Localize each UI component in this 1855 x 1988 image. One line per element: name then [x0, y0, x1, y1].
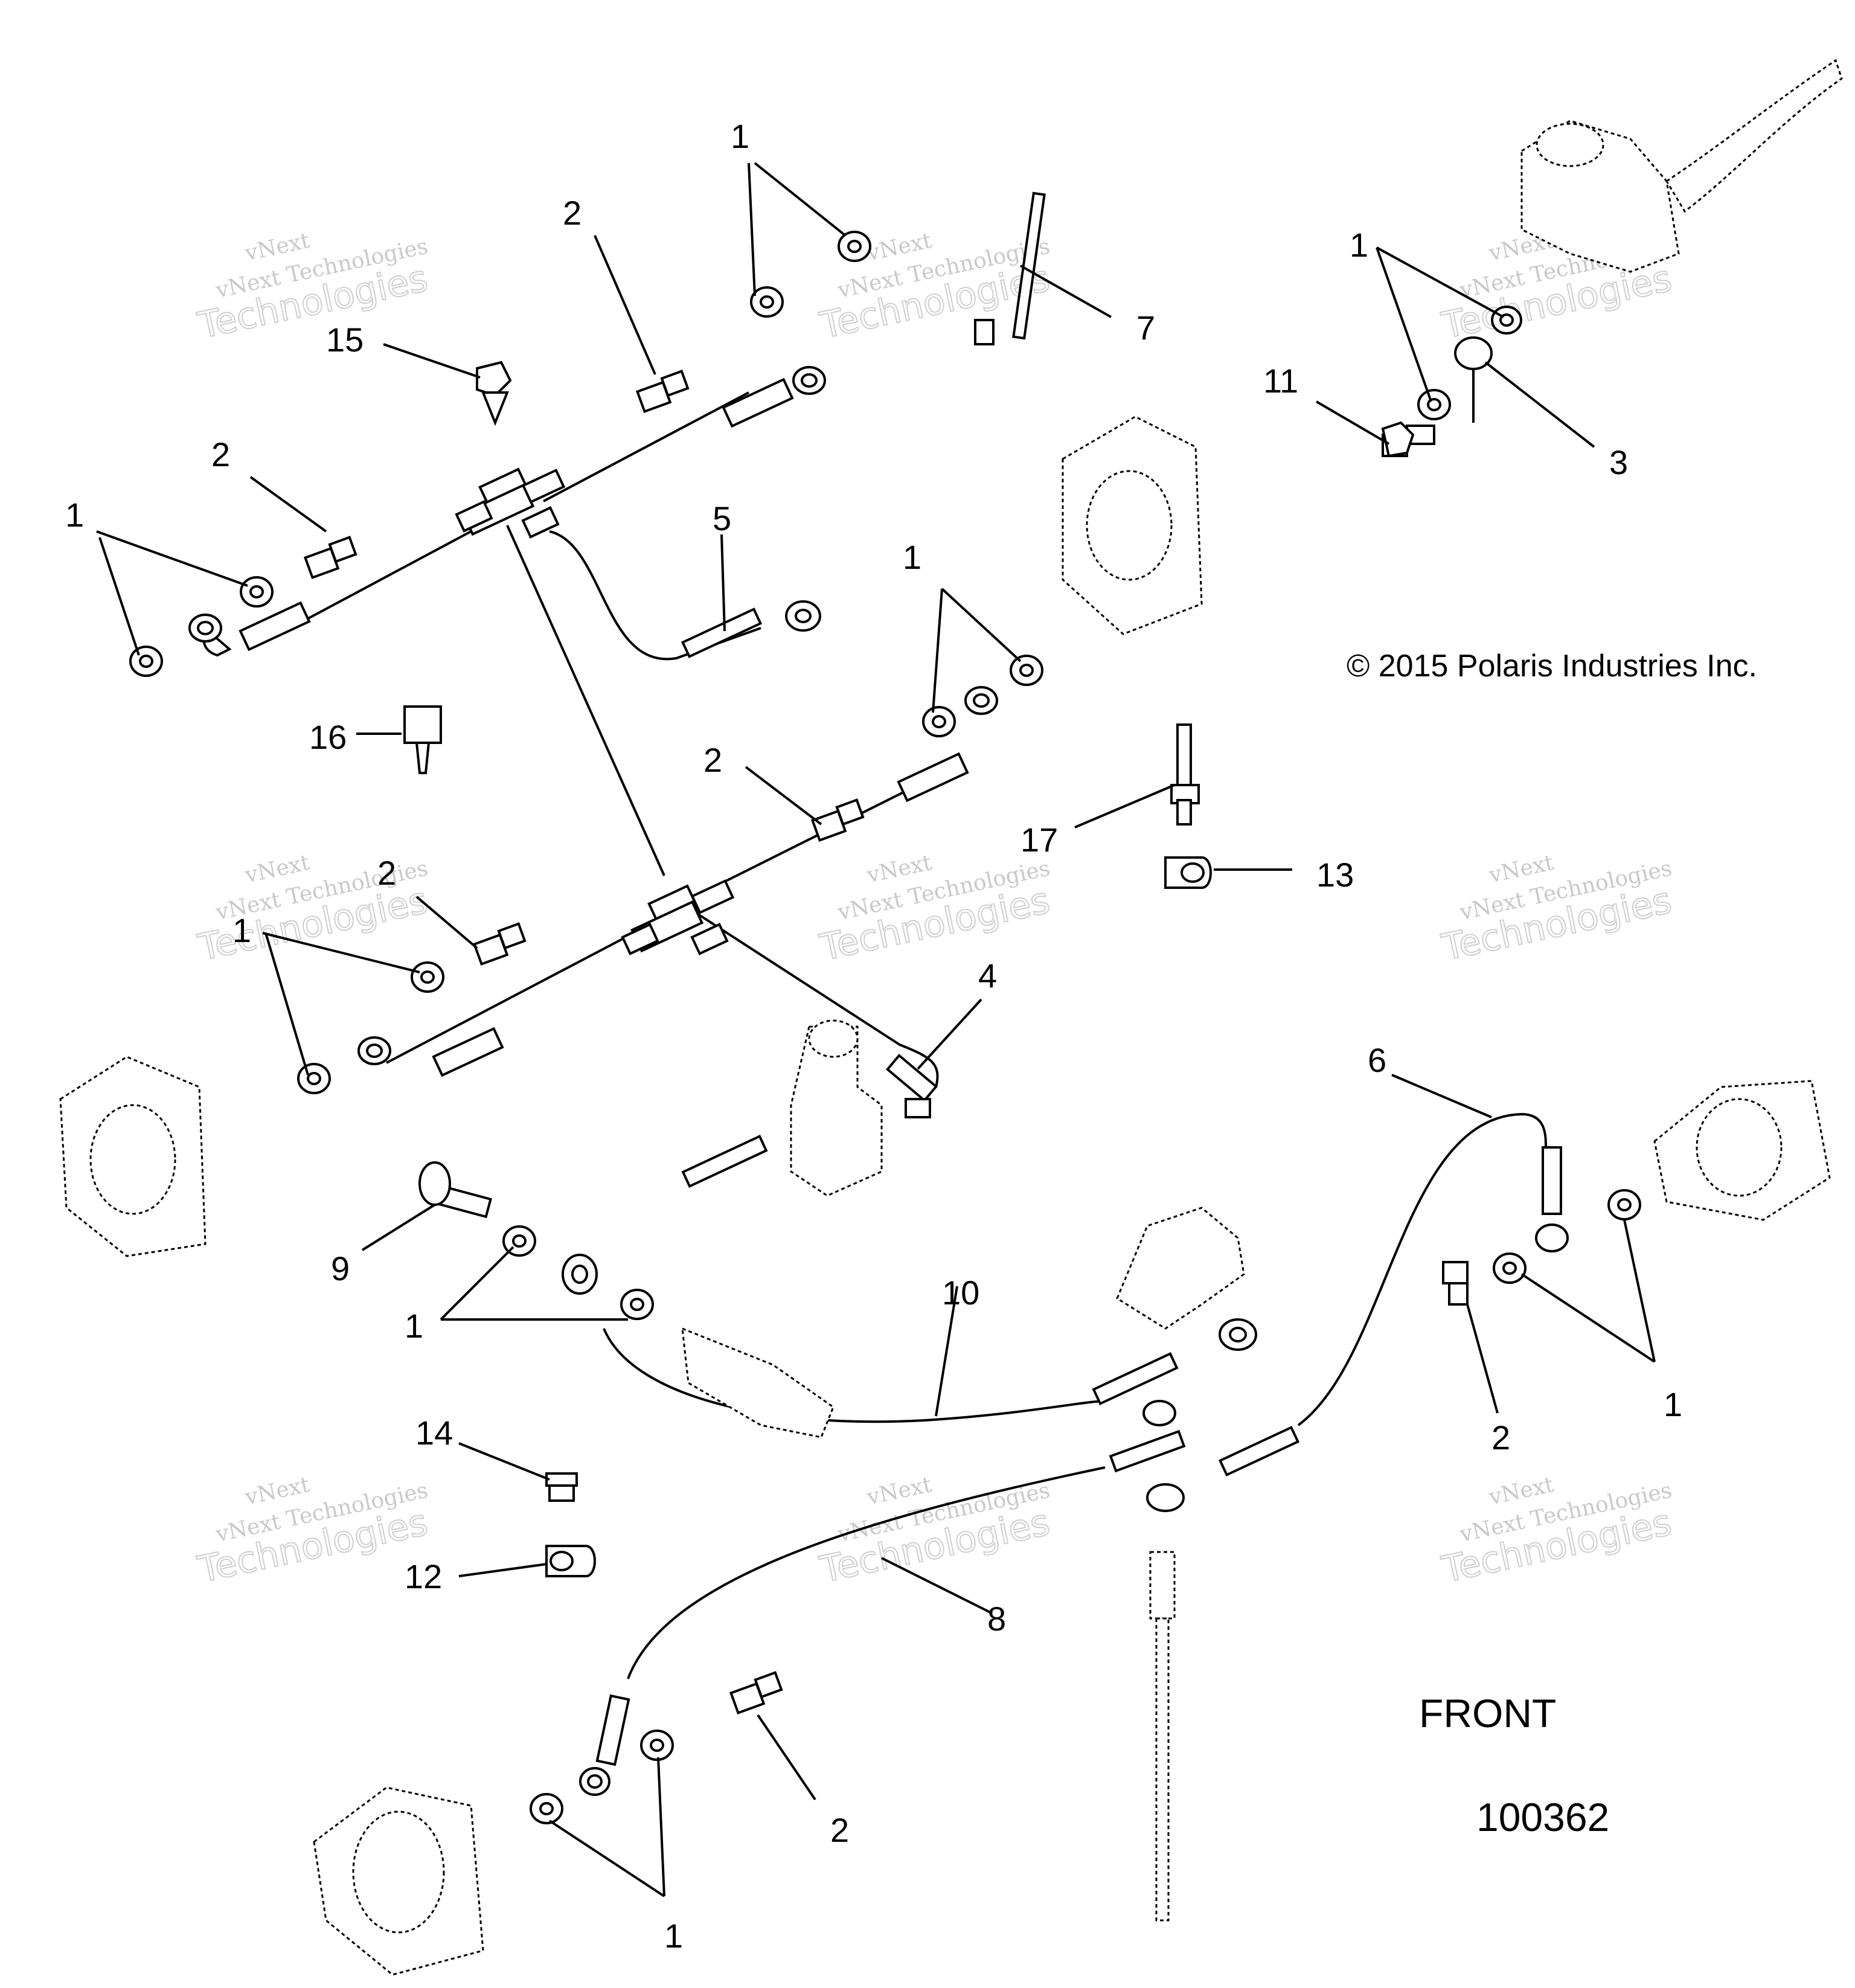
washer: [838, 231, 871, 262]
tee-fitting-lower: [621, 879, 735, 955]
brake-line-8: [627, 1466, 1106, 1679]
washer: [620, 1289, 654, 1320]
callout-11: 11: [1263, 362, 1298, 400]
tee-fitting-upper: [455, 467, 566, 539]
banjo-bolts: [303, 370, 1469, 1715]
rivet-17: [1170, 723, 1200, 826]
washer: [1010, 655, 1043, 686]
brake-line-5: [549, 530, 761, 661]
bolt-15: [476, 361, 512, 426]
clamp-13: [1164, 856, 1212, 889]
brake-line-upper-right: [543, 391, 749, 502]
brake-lines: [295, 391, 1547, 1679]
callout-2: 2: [377, 854, 396, 892]
callout-3: 3: [1609, 443, 1628, 481]
callout-2: 2: [830, 1811, 849, 1849]
master-cylinder-rear: [681, 1207, 1245, 1438]
callouts: 1 2 7 15 2 1 5 1 16 2 17 13 2 1 4 6 9 10…: [65, 117, 1682, 1955]
callout-1: 1: [903, 538, 921, 576]
brake-line-10: [603, 1328, 1106, 1423]
figure-number: 100362: [1476, 1795, 1609, 1839]
callout-16: 16: [309, 718, 347, 756]
leaders: [96, 162, 1656, 1897]
callout-7: 7: [1136, 309, 1155, 347]
callout-1: 1: [664, 1917, 683, 1955]
callout-10: 10: [942, 1274, 979, 1312]
brake-line-lower-left: [386, 935, 629, 1064]
watermarks: vNext vNext Technologies Technologies vN…: [194, 228, 1676, 1592]
brake-line-link: [506, 525, 665, 876]
bolt-11: [1381, 421, 1415, 458]
callout-1: 1: [405, 1307, 423, 1345]
brake-line-3-eye: [1454, 336, 1493, 423]
brake-line-4: [693, 911, 939, 1088]
callout-1: 1: [65, 496, 84, 534]
washer: [1493, 1252, 1527, 1284]
callout-2: 2: [1491, 1419, 1510, 1457]
washer: [297, 1063, 331, 1094]
hose-fittings: [188, 366, 1569, 1796]
caliper-upper: [1062, 415, 1203, 635]
watermark: vNext vNext Technologies Technologies: [1438, 1472, 1676, 1592]
caliper-right: [1653, 1080, 1831, 1221]
washer: [129, 646, 163, 677]
watermark: vNext vNext Technologies Technologies: [194, 1472, 432, 1592]
callout-2: 2: [211, 435, 230, 473]
callout-2: 2: [563, 194, 581, 232]
bolt-14: [545, 1472, 578, 1502]
callout-1: 1: [1664, 1385, 1682, 1423]
copyright-text: © 2015 Polaris Industries Inc.: [1347, 649, 1757, 684]
washer: [530, 1793, 563, 1824]
banjo-bolt: [303, 536, 357, 580]
washer: [411, 961, 444, 993]
cable-tie-7: [974, 191, 1046, 345]
washer: [1417, 389, 1451, 420]
banjo-bolt: [472, 922, 527, 966]
callout-5: 5: [713, 499, 731, 537]
caliper-bottom: [313, 1786, 484, 1976]
watermark: vNext vNext Technologies Technologies: [194, 850, 432, 970]
callout-8: 8: [987, 1600, 1006, 1638]
watermark: vNext vNext Technologies Technologies: [816, 1472, 1054, 1592]
callout-1: 1: [731, 117, 749, 155]
banjo-bolt: [810, 798, 865, 842]
banjo-bolt: [635, 370, 690, 414]
callout-1: 1: [1350, 226, 1368, 264]
callout-15: 15: [326, 321, 364, 359]
watermark: vNext vNext Technologies Technologies: [194, 228, 432, 348]
washers: [129, 231, 1641, 1824]
callout-12: 12: [405, 1557, 442, 1595]
callout-17: 17: [1020, 821, 1058, 859]
callout-2: 2: [703, 741, 722, 779]
proportioning-valve: [790, 1019, 883, 1197]
callout-1: 1: [232, 911, 251, 949]
washer: [750, 286, 784, 318]
brake-line-6: [1297, 1112, 1547, 1426]
washer: [1607, 1189, 1641, 1220]
callout-9: 9: [331, 1249, 350, 1287]
sensor-rod: [1149, 1551, 1176, 1922]
callout-6: 6: [1368, 1041, 1386, 1079]
watermark: vNext vNext Technologies Technologies: [1438, 850, 1676, 970]
clamp-12: [545, 1545, 596, 1577]
banjo-bolt: [729, 1671, 783, 1715]
master-cylinder: [1520, 59, 1843, 273]
washer: [1491, 306, 1522, 335]
banjo-bolt: [1442, 1261, 1469, 1306]
callout-14: 14: [415, 1414, 453, 1452]
callout-13: 13: [1316, 856, 1354, 894]
washer: [640, 1730, 674, 1761]
clip-16: [403, 705, 442, 774]
front-label: FRONT: [1419, 1691, 1556, 1736]
rivet-9: [418, 1161, 492, 1219]
washer: [922, 706, 956, 737]
washer: [240, 576, 274, 608]
caliper-left: [59, 1056, 207, 1257]
callout-4: 4: [978, 957, 997, 995]
